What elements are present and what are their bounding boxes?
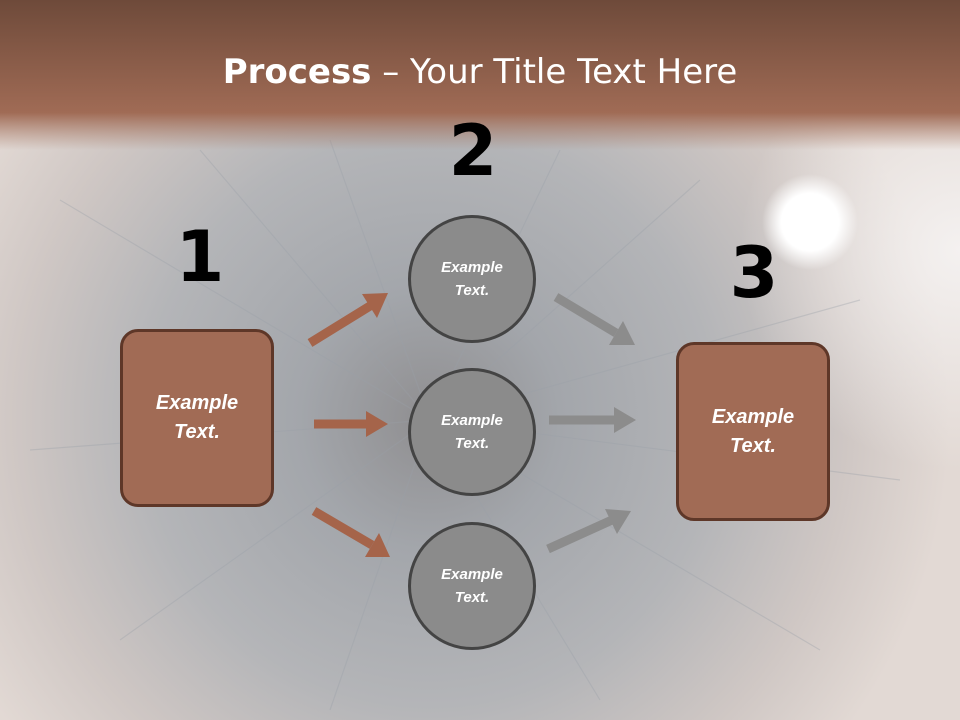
brown-arrow-up <box>307 293 388 347</box>
brown-arrow-down <box>311 507 390 557</box>
gray-arrow-down <box>553 293 635 345</box>
title-rest: – Your Title Text Here <box>371 52 738 92</box>
circle-middle: Example Text. <box>408 368 536 496</box>
step-number-1: 1 <box>175 216 225 298</box>
circle-middle-text: Example Text. <box>441 412 503 452</box>
brown-arrow-middle <box>314 411 388 437</box>
step-number-2: 2 <box>448 110 498 192</box>
left-box-text: Example Text. <box>155 392 239 443</box>
right-box: Example Text. <box>676 342 830 521</box>
slide-title: Process – Your Title Text Here <box>0 52 960 92</box>
left-box: Example Text. <box>120 329 274 507</box>
circle-bottom: Example Text. <box>408 522 536 650</box>
gray-arrow-up <box>546 509 631 554</box>
circle-bottom-text: Example Text. <box>441 566 503 606</box>
step-number-3: 3 <box>729 232 779 314</box>
circle-top-text: Example Text. <box>441 259 503 299</box>
gray-arrow-middle <box>549 407 636 433</box>
title-bold: Process <box>222 52 372 92</box>
right-box-text: Example Text. <box>711 405 795 457</box>
circle-top: Example Text. <box>408 215 536 343</box>
